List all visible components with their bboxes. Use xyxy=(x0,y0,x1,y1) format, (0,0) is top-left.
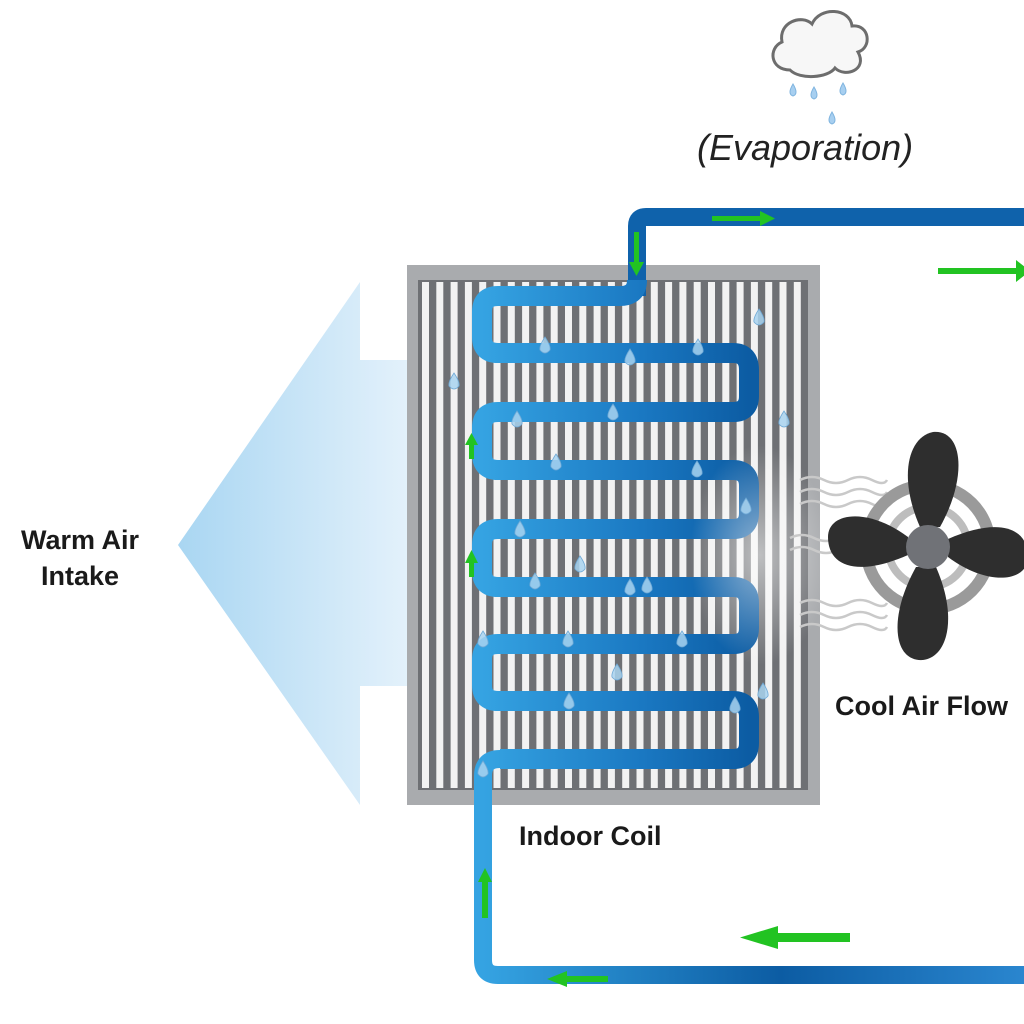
water-droplet-icon xyxy=(778,410,790,428)
flow-arrow-icon xyxy=(712,211,775,226)
water-droplet-icon xyxy=(511,410,523,428)
water-droplet-icon xyxy=(563,692,575,710)
warm-air-arrow xyxy=(178,282,407,805)
fan-icon xyxy=(828,431,1024,661)
water-droplet-icon xyxy=(448,372,460,390)
water-droplet-icon xyxy=(477,760,489,778)
water-droplet-icon xyxy=(477,630,489,648)
flow-arrow-icon xyxy=(740,926,850,949)
water-droplet-icon xyxy=(611,663,623,681)
water-droplet-icon xyxy=(641,576,653,594)
refrigerant-pipe-bottom xyxy=(474,750,1024,984)
water-droplet-icon xyxy=(514,520,526,538)
flow-arrow-icon xyxy=(465,433,478,459)
cloud-rain-icon xyxy=(771,10,869,125)
condensation-droplets xyxy=(448,308,790,778)
flow-arrows xyxy=(465,211,1024,987)
coil-fin xyxy=(464,282,472,788)
water-droplet-icon xyxy=(539,336,551,354)
flow-arrow-icon xyxy=(938,260,1024,282)
water-droplet-icon xyxy=(757,682,769,700)
refrigerant-pipe-top xyxy=(628,208,1024,296)
water-droplet-icon xyxy=(753,308,765,326)
water-droplet-icon xyxy=(676,630,688,648)
flow-arrow-icon xyxy=(465,550,478,577)
coil-fin xyxy=(436,282,444,788)
flow-arrow-icon xyxy=(629,232,644,276)
warm-air-intake-label: Warm Air Intake xyxy=(20,525,140,591)
water-droplet-icon xyxy=(529,572,541,590)
flow-arrow-icon xyxy=(478,868,492,918)
coil-fin xyxy=(450,282,458,788)
water-droplet-icon xyxy=(729,696,741,714)
water-droplet-icon xyxy=(607,403,619,421)
water-droplet-icon xyxy=(624,348,636,366)
water-droplet-icon xyxy=(550,453,562,471)
water-droplet-icon xyxy=(740,497,752,515)
water-droplet-icon xyxy=(624,578,636,596)
water-droplet-icon xyxy=(692,338,704,356)
coil-fin xyxy=(422,282,429,788)
evaporation-label: (Evaporation) xyxy=(697,127,914,168)
water-droplet-icon xyxy=(691,460,703,478)
indoor-coil-label: Indoor Coil xyxy=(519,821,662,851)
flow-arrow-icon xyxy=(547,971,608,987)
water-droplet-icon xyxy=(574,555,586,573)
cool-air-flow-label: Cool Air Flow xyxy=(835,691,1008,721)
water-droplet-icon xyxy=(562,630,574,648)
